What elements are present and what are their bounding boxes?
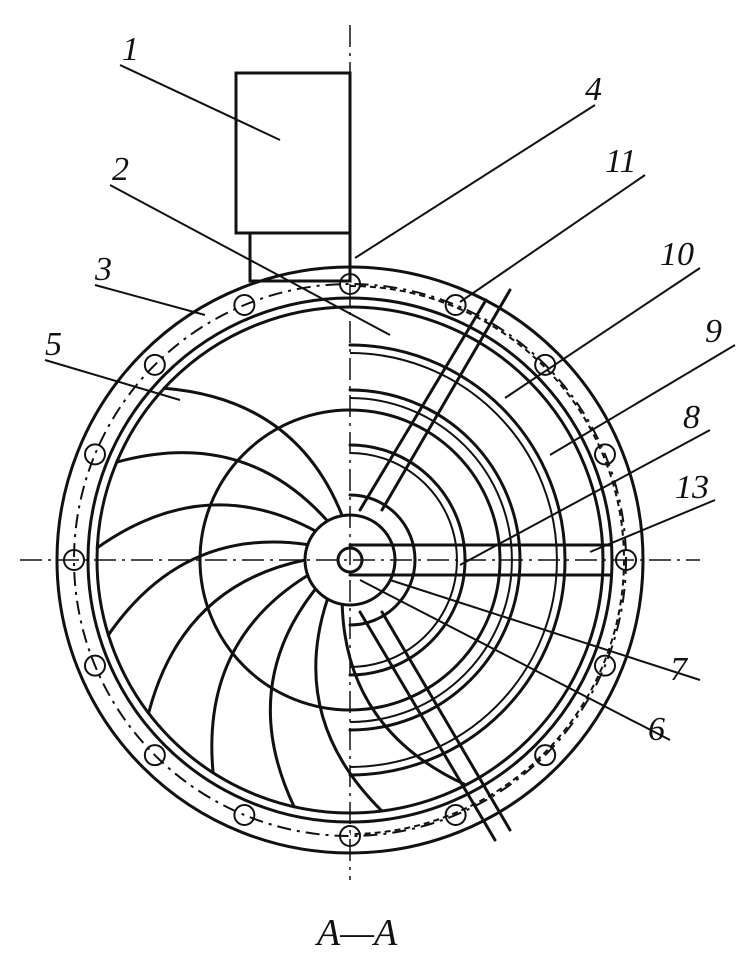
impeller-blade: [314, 597, 384, 813]
bolt-hole: [534, 744, 557, 767]
impeller-blade: [210, 573, 310, 775]
label-6: 6: [648, 711, 665, 748]
leader-10: [504, 267, 701, 399]
bolt-hole: [615, 549, 637, 571]
shaft: [336, 546, 364, 574]
impeller-blade: [106, 540, 310, 637]
impeller-blade: [95, 503, 318, 550]
casing-wall-ring: [95, 305, 605, 815]
bolt-hole: [233, 803, 256, 826]
spiral-passage-8-inner: [349, 452, 458, 668]
bolt-hole: [593, 654, 616, 677]
label-13: 13: [675, 469, 709, 506]
bolt-holes: [63, 273, 637, 847]
motor-neck: [248, 231, 352, 283]
bolt-hole: [339, 273, 361, 295]
spiral-passage-10-inner: [349, 352, 558, 768]
bolt-hole: [143, 744, 166, 767]
spiral-passage-8: [348, 443, 467, 677]
diagonal-pipe-a: [380, 288, 512, 512]
label-8: 8: [683, 399, 700, 436]
casing-inner-ring: [86, 296, 614, 824]
impeller-blade: [147, 558, 307, 715]
bolt-hole: [63, 549, 85, 571]
spiral-passage-9: [348, 388, 522, 732]
hub-ring: [303, 513, 397, 607]
impeller-inner-ring: [198, 408, 502, 712]
label-3: 3: [94, 251, 112, 288]
impeller-blades-left: [95, 386, 468, 813]
leader-5: [44, 359, 181, 401]
spiral-passage-7: [348, 493, 417, 627]
impeller-blade: [340, 602, 468, 787]
bolt-hole: [233, 294, 256, 317]
diagonal-pipe-c: [358, 610, 497, 842]
bolt-hole: [444, 803, 467, 826]
label-1: 1: [122, 31, 139, 68]
leader-7: [389, 579, 701, 681]
bolt-circle-ring: [73, 283, 627, 837]
leader-3: [94, 284, 206, 316]
hatched-casing-wall: [349, 285, 625, 835]
bolt-hole: [84, 654, 107, 677]
diagonal-pipe-b: [358, 298, 488, 512]
motor-housing: [234, 71, 352, 235]
label-4: 4: [585, 71, 602, 108]
leader-6: [359, 579, 671, 741]
spiral-passage-10: [348, 343, 567, 777]
spiral-passage-9-inner: [349, 397, 513, 723]
label-9: 9: [705, 313, 722, 350]
leader-1: [119, 64, 281, 141]
leader-13: [589, 499, 716, 553]
impeller-blade: [115, 451, 329, 523]
label-5: 5: [45, 326, 62, 363]
leader-9: [549, 344, 736, 456]
leader-11: [459, 174, 646, 303]
bolt-hole: [143, 353, 166, 376]
bolt-hole: [339, 825, 361, 847]
leader-8: [459, 429, 711, 566]
label-2: 2: [112, 151, 129, 188]
label-11: 11: [605, 143, 636, 180]
section-caption: A—A: [314, 912, 398, 954]
outer-flange-ring: [55, 265, 645, 855]
impeller-blade: [268, 587, 318, 809]
bolt-hole: [444, 294, 467, 317]
bolt-hole: [84, 443, 107, 466]
bolt-hole: [593, 443, 616, 466]
impeller-blade: [162, 386, 344, 518]
label-10: 10: [660, 236, 694, 273]
diagonal-pipe-d: [380, 610, 512, 832]
leader-4: [354, 104, 596, 259]
leader-2: [109, 184, 391, 336]
label-7: 7: [670, 651, 689, 688]
